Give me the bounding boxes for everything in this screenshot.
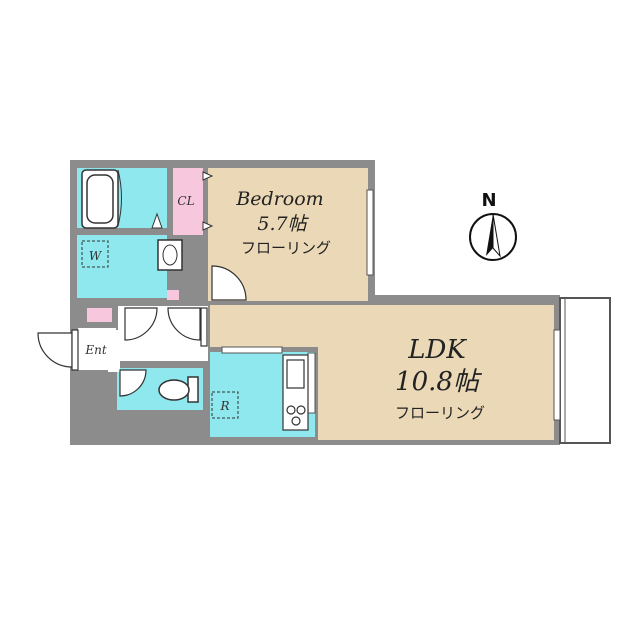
shoe-storage	[87, 308, 112, 322]
bedroom-floor-type: フローリング	[241, 239, 331, 257]
toilet-fixture	[158, 376, 199, 403]
ldk-name: LDK	[407, 335, 467, 365]
fridge-label: R	[219, 399, 229, 413]
bedroom-door	[211, 265, 247, 301]
entrance-label: Ent	[84, 343, 106, 357]
ldk-floor	[318, 305, 554, 440]
ldk-floor-type: フローリング	[395, 404, 485, 422]
ldk-size: 10.8帖	[395, 367, 483, 397]
closet	[173, 168, 203, 235]
washer-label: W	[89, 249, 103, 263]
closet-label: CL	[177, 194, 194, 208]
storage-small	[167, 290, 179, 300]
bedroom-name: Bedroom	[235, 188, 323, 210]
kitchen-counter	[282, 354, 309, 431]
washroom	[77, 235, 167, 298]
entrance-door	[37, 329, 79, 371]
washer-space	[81, 240, 109, 268]
bedroom-size: 5.7帖	[257, 213, 309, 235]
balcony	[559, 297, 611, 444]
toilet-door	[119, 369, 147, 397]
compass-icon: N	[469, 190, 517, 261]
entrance-step	[108, 330, 120, 372]
ldk-floor-upper	[210, 305, 318, 347]
hallway-doors	[124, 307, 208, 347]
bathtub	[81, 169, 119, 229]
fridge-space	[211, 391, 239, 419]
north-label: N	[481, 190, 496, 211]
